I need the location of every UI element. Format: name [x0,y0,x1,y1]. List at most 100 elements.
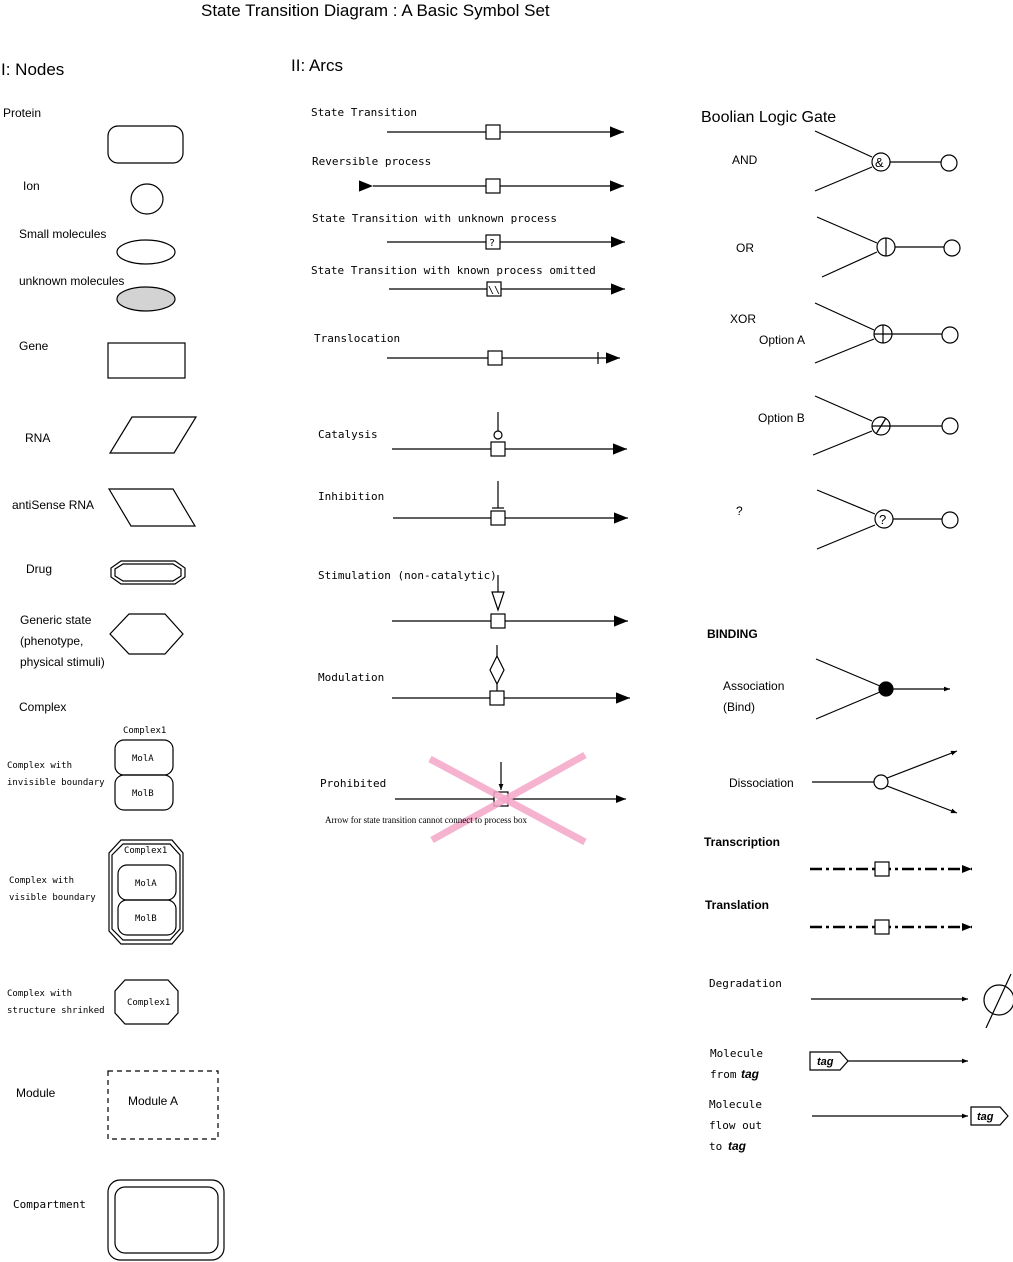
complex-visible-name: Complex1 [124,846,167,856]
and-output-node [940,154,958,172]
xor-b-gate-slash [875,417,887,435]
and-gate-symbol: & [875,155,884,170]
generic-state-label-2: (phenotype, [20,634,83,648]
complex-visible-label-1: Complex with [9,876,74,886]
transcription-label: Transcription [704,835,780,849]
ion-label: Ion [23,179,40,193]
small-molecule-shape [116,239,176,265]
complex-invisible-molb-label: MolB [132,789,154,799]
or-input-2 [821,251,878,278]
prohibited-note: Arrow for state transition cannot connec… [325,815,527,825]
xor-a-input-1 [814,302,875,331]
degradation-sink-circle [983,984,1013,1016]
unknown-gate-input-1 [816,489,876,515]
xor-label: XOR [730,312,756,326]
dissociation-node [873,774,889,790]
and-label: AND [732,153,758,167]
state-transition-process-box [485,124,501,140]
xor-option-b-label: Option B [758,411,805,425]
unknown-gate-label: ? [736,504,743,518]
inhibition-process-box [490,510,506,526]
known-omitted-box [486,281,502,297]
transcription-process-box [874,861,890,877]
drug-label: Drug [26,562,52,576]
complex-invisible-label-2: invisible boundary [7,778,105,788]
antisense-rna-label: antiSense RNA [12,498,94,512]
binding-heading: BINDING [707,627,758,641]
unknown-molecules-label: unknown molecules [19,274,124,288]
known-omitted-label: State Transition with known process omit… [311,264,596,277]
state-transition-label: State Transition [311,106,417,119]
association-label-2: (Bind) [723,700,755,714]
complex-shrinked-shape [114,979,179,1025]
unknown-gate-input-2 [816,524,876,550]
reversible-process-box [485,178,501,194]
complex-visible-molb-label: MolB [135,914,157,924]
flow-out-tag-text: tag [977,1111,994,1123]
drug-shape-inner [114,563,182,582]
complex-invisible-name: Complex1 [123,726,166,736]
flow-out-tag-shape [970,1106,1009,1126]
dissociation-label: Dissociation [729,776,794,790]
molecule-from-tag-word: tag [741,1067,760,1081]
association-node [878,681,894,697]
complex-shrinked-name: Complex1 [127,998,170,1008]
catalysis-process-box [490,441,506,457]
association-input-2 [815,691,881,720]
unknown-molecule-shape [116,286,176,312]
module-name: Module A [128,1094,178,1108]
flow-out-label-3: to [709,1140,722,1153]
compartment-label: Compartment [13,1198,86,1211]
xor-b-output-node [941,417,959,435]
association-input-1 [815,658,881,687]
xor-a-output-node [941,326,959,344]
association-label-1: Association [723,679,784,693]
molecule-from-label-1: Molecule [710,1047,763,1060]
degradation-label: Degradation [709,977,782,990]
generic-state-shape [109,613,184,655]
molecule-from-tag-shape [809,1051,849,1071]
complex-invisible-label-1: Complex with [7,761,72,771]
arcs-heading: II: Arcs [291,56,343,75]
complex-label: Complex [19,700,66,714]
molecule-from-label-2: from [710,1068,737,1081]
prohibited-cross-2 [430,751,587,844]
xor-b-input-1 [814,395,873,422]
diagram-title: State Transition Diagram : A Basic Symbo… [201,1,550,20]
nodes-heading: I: Nodes [1,60,64,79]
translocation-label: Translocation [314,332,400,345]
unknown-gate-symbol: ? [879,512,886,527]
complex-visible-molb [117,899,177,936]
reversible-label: Reversible process [312,155,431,168]
dissociation-output-2 [886,785,958,814]
flow-out-tag-word: tag [728,1139,747,1153]
and-input-1 [814,130,873,158]
gene-shape [107,342,186,379]
translation-label: Translation [705,898,769,912]
xor-a-input-2 [814,338,875,364]
modulation-process-box [489,690,505,706]
unknown-process-mark: ? [489,238,495,249]
complex-shrinked-label-1: Complex with [7,989,72,999]
module-label: Module [16,1086,56,1100]
stimulation-label: Stimulation (non-catalytic) [318,569,497,582]
inhibition-label: Inhibition [318,490,384,503]
generic-state-label-1: Generic state [20,613,92,627]
antisense-rna-shape [107,488,197,527]
prohibited-label: Prohibited [320,777,386,790]
complex-invisible-mola-label: MolA [132,754,154,764]
dissociation-output-1 [886,750,958,779]
logic-heading: Boolian Logic Gate [701,109,836,126]
molecule-from-tag-text: tag [817,1056,834,1068]
catalysis-label: Catalysis [318,428,378,441]
or-label: OR [736,241,754,255]
generic-state-label-3: physical stimuli) [20,655,105,669]
stimulation-modifier-head [491,591,505,612]
drug-shape-outer [110,560,186,585]
rna-label: RNA [25,431,50,445]
flow-out-label-2: flow out [709,1119,762,1132]
modulation-modifier-head [489,654,505,686]
translocation-process-box [487,350,503,366]
xor-b-input-2 [812,430,873,456]
